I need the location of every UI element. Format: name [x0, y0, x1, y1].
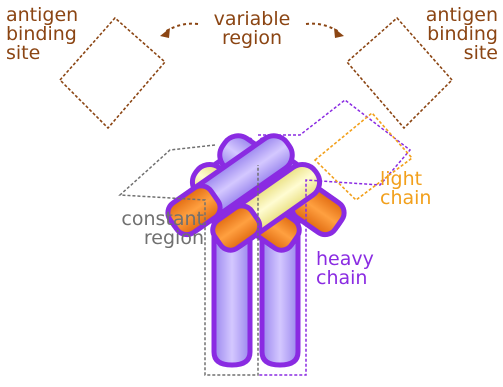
- variable-line-2: region: [198, 29, 306, 48]
- variable-arrow-right: [306, 24, 339, 32]
- antigen-binding-site-label-right: antigen binding site: [412, 6, 498, 63]
- antigen-left-line-3: site: [6, 44, 78, 63]
- light-chain-label: light chain: [380, 170, 431, 208]
- antigen-right-line-3: site: [412, 44, 498, 63]
- variable-region-label: variable region: [198, 10, 306, 48]
- variable-arrow-left: [165, 24, 198, 32]
- variable-arrowhead-left: [160, 28, 170, 38]
- antigen-binding-site-label-left: antigen binding site: [6, 6, 78, 63]
- constant-region-label: constant region: [104, 210, 204, 248]
- variable-arrowhead-right: [334, 28, 344, 38]
- heavy-chain-label: heavy chain: [316, 250, 374, 288]
- light-line-2: chain: [380, 189, 431, 208]
- constant-line-2: region: [104, 229, 204, 248]
- heavy-line-2: chain: [316, 269, 374, 288]
